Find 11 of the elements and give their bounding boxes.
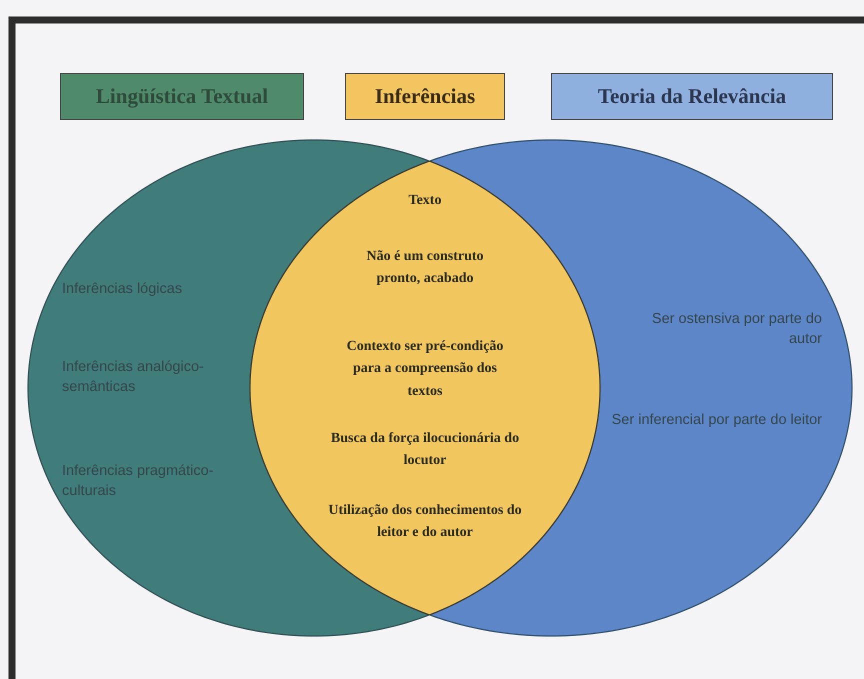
overlap-item: Busca da força ilocucionária do locutor: [330, 430, 520, 470]
overlap-item: Texto: [408, 192, 442, 210]
category-tag: Teoria da Relevância: [551, 73, 833, 120]
circle-item: Ser inferencial por parte do leitor: [610, 411, 822, 430]
category-tag: Lingüística Textual: [60, 73, 304, 120]
category-tag: Inferências: [345, 73, 505, 120]
circle-item: Ser ostensiva por parte do autor: [650, 310, 822, 349]
overlap-item: Contexto ser pré-condição para a compreensão dos textos: [346, 338, 504, 401]
overlap-item: Utilização dos conhecimentos do leitor e do autor: [327, 502, 523, 542]
overlap-item: Não é um construto pronto, acabado: [365, 248, 485, 288]
venn-overlap: [250, 161, 600, 615]
